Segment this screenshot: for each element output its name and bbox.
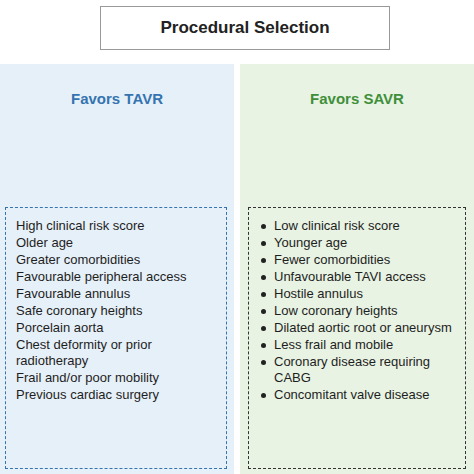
- list-item: High clinical risk score: [16, 218, 145, 234]
- bullet-dot: [261, 275, 266, 280]
- list-row: Porcelain aorta: [16, 320, 220, 336]
- title-box: Procedural Selection: [100, 6, 390, 50]
- list-item: Greater comorbidities: [16, 252, 140, 268]
- list-box: High clinical risk scoreOlder ageGreater…: [5, 207, 227, 469]
- list-row: Low clinical risk score: [259, 218, 459, 234]
- list-row: Previous cardiac surgery: [16, 387, 220, 403]
- list-item: Favourable peripheral access: [16, 269, 187, 285]
- list-row: Dilated aortic root or aneurysm: [259, 320, 459, 336]
- list-row: Concomitant valve disease: [259, 387, 459, 403]
- list-item: Low clinical risk score: [274, 218, 400, 234]
- list-row: Fewer comorbidities: [259, 252, 459, 268]
- list-row: Unfavourable TAVI access: [259, 269, 459, 285]
- list-item: Older age: [16, 235, 73, 251]
- list-row: Chest deformity or prior radiotherapy: [16, 337, 220, 369]
- panel: Favors TAVR High clinical risk scoreOlder…: [0, 64, 234, 474]
- list-row: High clinical risk score: [16, 218, 220, 234]
- list-item: Safe coronary heights: [16, 303, 142, 319]
- list-row: Greater comorbidities: [16, 252, 220, 268]
- list-item: Coronary disease requiring CABG: [274, 354, 459, 386]
- panel-heading: Favors TAVR: [0, 90, 234, 107]
- list-item: Younger age: [274, 235, 347, 251]
- list-row: Favourable annulus: [16, 286, 220, 302]
- list-item: Low coronary heights: [274, 303, 398, 319]
- list-row: Frail and/or poor mobility: [16, 370, 220, 386]
- list-item: Fewer comorbidities: [274, 252, 390, 268]
- list-item: Porcelain aorta: [16, 320, 103, 336]
- title-text: Procedural Selection: [160, 18, 329, 38]
- list-row: Coronary disease requiring CABG: [259, 354, 459, 386]
- bullet-dot: [261, 360, 266, 365]
- list-item: Favourable annulus: [16, 286, 130, 302]
- list-item: Hostile annulus: [274, 286, 363, 302]
- list-item: Less frail and mobile: [274, 337, 393, 353]
- list-row: Low coronary heights: [259, 303, 459, 319]
- bullet-dot: [261, 326, 266, 331]
- list-item: Unfavourable TAVI access: [274, 269, 426, 285]
- list-row: Younger age: [259, 235, 459, 251]
- list-item: Previous cardiac surgery: [16, 387, 159, 403]
- bullet-dot: [261, 393, 266, 398]
- list-box: Low clinical risk scoreYounger ageFewer …: [248, 207, 466, 469]
- list-row: Favourable peripheral access: [16, 269, 220, 285]
- list-row: Less frail and mobile: [259, 337, 459, 353]
- bullet-dot: [261, 343, 266, 348]
- list-item: Dilated aortic root or aneurysm: [274, 320, 452, 336]
- bullet-dot: [261, 241, 266, 246]
- bullet-dot: [261, 224, 266, 229]
- list-item: Concomitant valve disease: [274, 387, 429, 403]
- panel: Favors SAVR Low clinical risk scoreYounge…: [240, 64, 474, 474]
- bullet-dot: [261, 292, 266, 297]
- list-row: Hostile annulus: [259, 286, 459, 302]
- list-row: Safe coronary heights: [16, 303, 220, 319]
- list-item: Frail and/or poor mobility: [16, 370, 159, 386]
- list-item: Chest deformity or prior radiotherapy: [16, 337, 220, 369]
- bullet-dot: [261, 309, 266, 314]
- panel-heading: Favors SAVR: [240, 90, 474, 107]
- list-row: Older age: [16, 235, 220, 251]
- bullet-dot: [261, 258, 266, 263]
